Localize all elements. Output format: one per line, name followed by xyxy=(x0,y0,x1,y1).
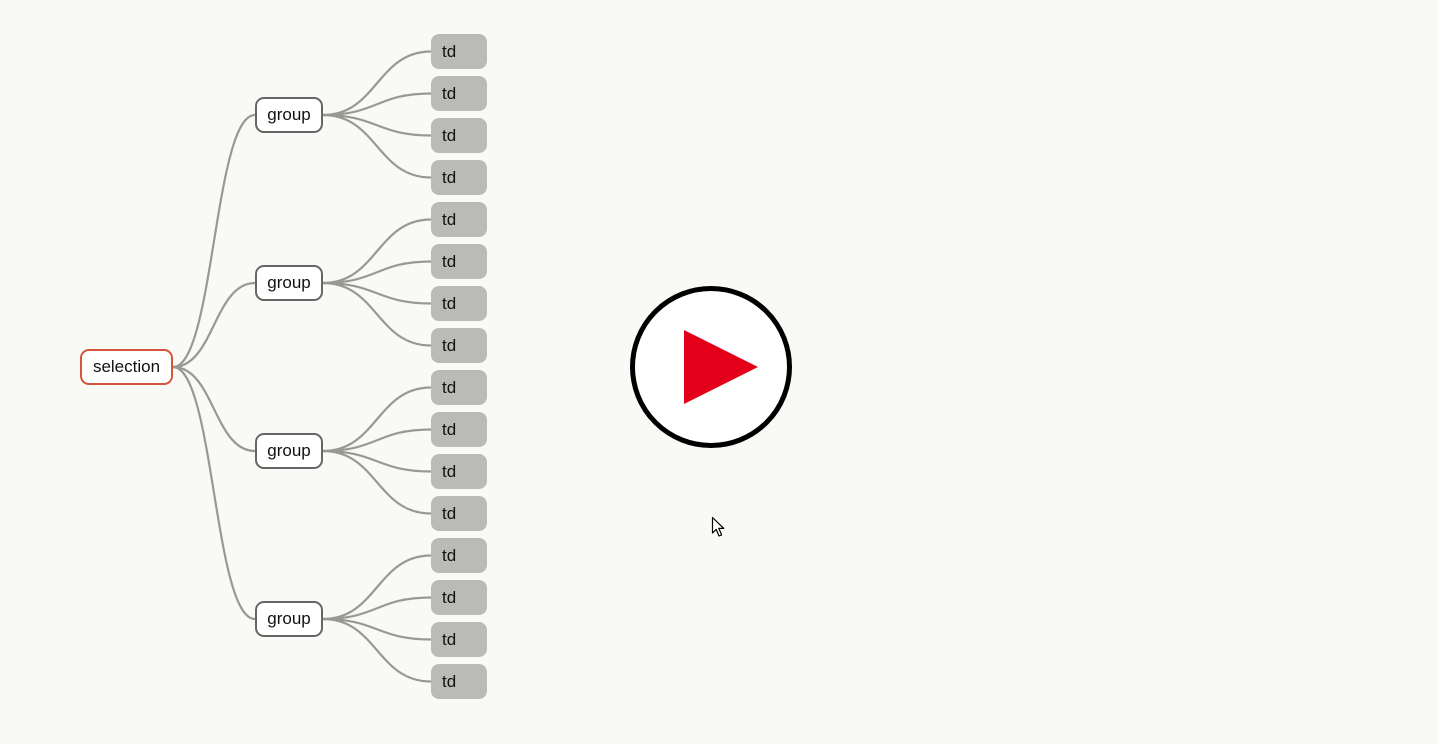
leaf-node-td[interactable]: td xyxy=(431,118,487,153)
leaf-node-td[interactable]: td xyxy=(431,76,487,111)
link-group-to-leaf xyxy=(322,617,432,683)
group-node[interactable]: group xyxy=(255,265,323,301)
leaf-node-td[interactable]: td xyxy=(431,496,487,531)
link-root-to-group xyxy=(172,365,256,453)
leaf-node-td[interactable]: td xyxy=(431,34,487,69)
root-node-selection[interactable]: selection xyxy=(80,349,173,385)
link-group-to-leaf xyxy=(322,617,432,641)
link-root-to-group xyxy=(172,365,256,621)
leaf-node-td[interactable]: td xyxy=(431,244,487,279)
link-group-to-leaf xyxy=(322,554,432,621)
leaf-node-td[interactable]: td xyxy=(431,580,487,615)
link-root-to-group xyxy=(172,281,256,369)
group-node-label: group xyxy=(267,441,311,460)
link-group-to-leaf xyxy=(322,596,432,621)
link-group-to-leaf xyxy=(322,386,432,453)
leaf-node-td[interactable]: td xyxy=(431,328,487,363)
leaf-node-td[interactable]: td xyxy=(431,286,487,321)
leaf-node-td[interactable]: td xyxy=(431,202,487,237)
link-group-to-leaf xyxy=(322,260,432,285)
play-button[interactable] xyxy=(630,286,792,448)
play-icon xyxy=(684,330,758,404)
link-group-to-leaf xyxy=(322,92,432,117)
leaf-node-td[interactable]: td xyxy=(431,622,487,657)
mouse-pointer-icon xyxy=(711,516,725,537)
leaf-node-td[interactable]: td xyxy=(431,454,487,489)
link-group-to-leaf xyxy=(322,281,432,347)
group-node[interactable]: group xyxy=(255,97,323,133)
link-root-to-group xyxy=(172,113,256,369)
group-node-label: group xyxy=(267,273,311,292)
link-group-to-leaf xyxy=(322,50,432,117)
link-group-to-leaf xyxy=(322,113,432,179)
leaf-node-td[interactable]: td xyxy=(431,412,487,447)
group-node[interactable]: group xyxy=(255,601,323,637)
link-group-to-leaf xyxy=(322,428,432,453)
leaf-node-td[interactable]: td xyxy=(431,538,487,573)
group-node-label: group xyxy=(267,105,311,124)
leaf-node-td[interactable]: td xyxy=(431,370,487,405)
link-group-to-leaf xyxy=(322,113,432,137)
link-group-to-leaf xyxy=(322,449,432,473)
leaf-node-td[interactable]: td xyxy=(431,160,487,195)
link-group-to-leaf xyxy=(322,449,432,515)
root-node-label: selection xyxy=(92,357,161,376)
link-group-to-leaf xyxy=(322,218,432,285)
group-node-label: group xyxy=(267,609,311,628)
leaf-node-td[interactable]: td xyxy=(431,664,487,699)
group-node[interactable]: group xyxy=(255,433,323,469)
link-group-to-leaf xyxy=(322,281,432,305)
